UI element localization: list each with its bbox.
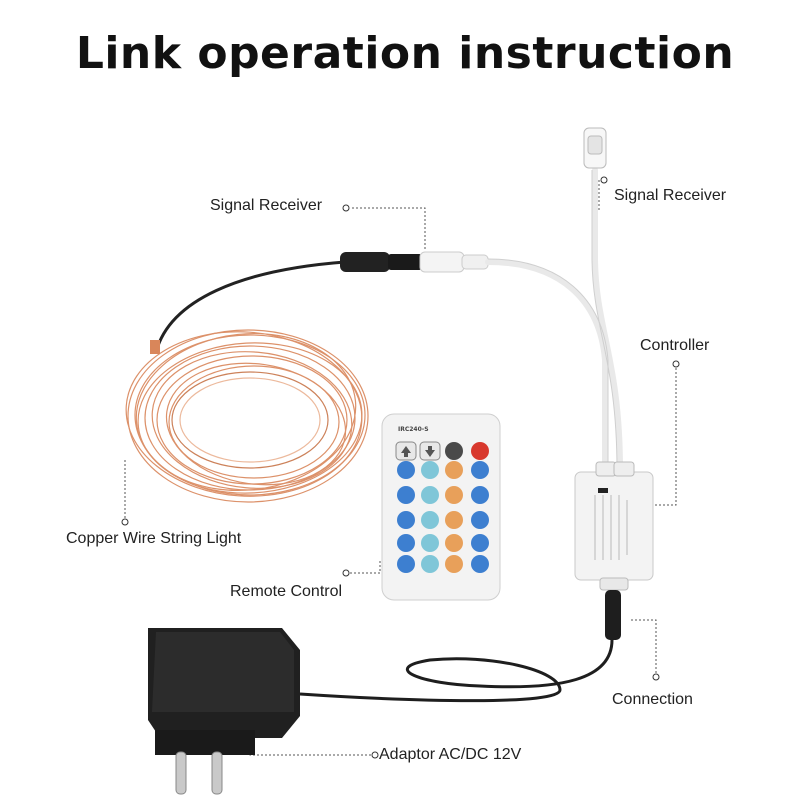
label-adaptor: Adaptor AC/DC 12V [379, 746, 522, 763]
remote-button-grid [397, 461, 489, 573]
label-remote-control: Remote Control [230, 583, 343, 600]
white-connector [419, 251, 465, 273]
remote-button [421, 534, 439, 552]
white-cables [485, 167, 623, 473]
label-signal-receiver-right: Signal Receiver [614, 187, 727, 204]
black-connector [340, 252, 390, 272]
leader-dots [121, 176, 680, 759]
black-connector-tip [388, 254, 422, 270]
remote-button [471, 461, 489, 479]
remote-button [471, 486, 489, 504]
remote-button [397, 534, 415, 552]
adaptor-cable [299, 590, 614, 703]
controller-box [574, 461, 654, 591]
remote-button [445, 534, 463, 552]
remote-button [445, 511, 463, 529]
dc-plug [605, 590, 621, 640]
ir-receiver-lens [587, 135, 603, 155]
remote-button [421, 555, 439, 573]
label-copper-wire: Copper Wire String Light [66, 530, 242, 547]
copper-wire-light [125, 329, 369, 503]
black-wire [154, 260, 346, 353]
remote-button [397, 461, 415, 479]
white-connector-end [461, 254, 489, 270]
remote-button [445, 461, 463, 479]
remote-button [397, 486, 415, 504]
remote-button [445, 555, 463, 573]
remote-control: IRC240-S [381, 413, 501, 601]
remote-button [397, 555, 415, 573]
white-cable-edges [487, 170, 618, 471]
wire-joint [150, 340, 160, 354]
remote-button [421, 511, 439, 529]
label-connection: Connection [612, 691, 693, 708]
remote-button [471, 555, 489, 573]
remote-button [421, 486, 439, 504]
label-controller: Controller [640, 337, 710, 354]
page-title: Link operation instruction [75, 28, 735, 79]
power-adaptor [148, 628, 300, 795]
remote-button [445, 486, 463, 504]
label-signal-receiver-left: Signal Receiver [210, 197, 323, 214]
remote-button [397, 511, 415, 529]
remote-button [471, 534, 489, 552]
remote-button [421, 461, 439, 479]
remote-model-text: IRC240-S [398, 426, 429, 433]
remote-button [471, 511, 489, 529]
